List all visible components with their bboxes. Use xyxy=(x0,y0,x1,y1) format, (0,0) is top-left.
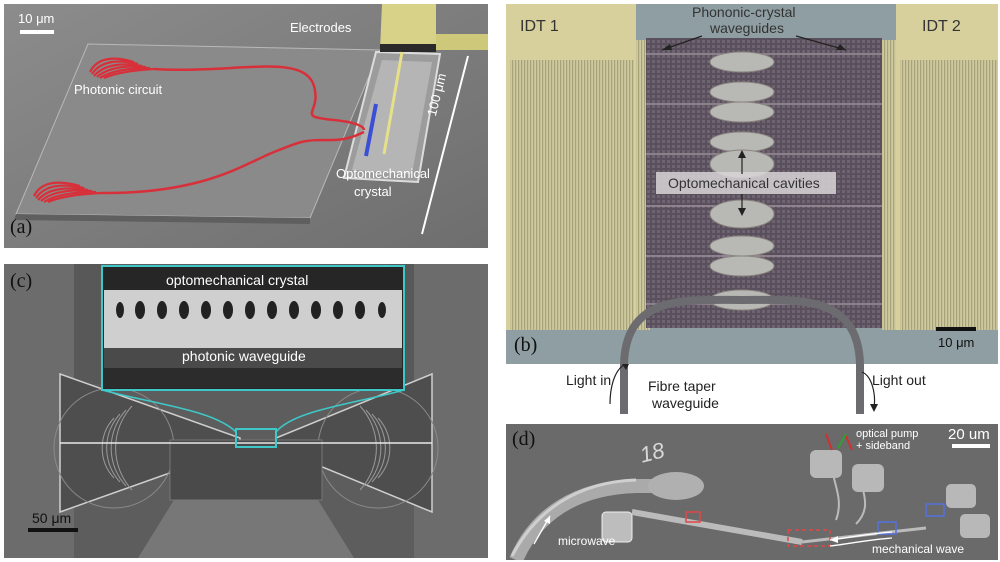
idt-2-label: IDT 2 xyxy=(922,18,961,35)
inset-marker xyxy=(235,428,277,448)
scale-bar-label-c: 50 μm xyxy=(32,510,72,526)
crystal-holes xyxy=(116,301,386,319)
panel-a-image xyxy=(4,4,488,248)
panel-b-image xyxy=(506,4,998,364)
grating-coupler-bottom xyxy=(33,181,101,204)
dimension-line xyxy=(421,55,469,235)
red-marker-small xyxy=(685,511,701,523)
panel-c-tag: (c) xyxy=(10,270,33,292)
scale-bar-label-a: 10 μm xyxy=(18,11,55,26)
inset-waveguide-label: photonic waveguide xyxy=(182,348,306,364)
idt-1-label: IDT 1 xyxy=(520,18,559,35)
red-marker-dashed xyxy=(787,529,831,547)
light-in-label: Light in xyxy=(566,372,612,388)
cavities-label-box xyxy=(656,172,836,194)
photonic-circuit-waveguide xyxy=(99,65,366,195)
microwave-feed xyxy=(509,479,660,560)
fibre-taper-label-2: waveguide xyxy=(652,395,719,411)
panel-b: IDT 1 IDT 2 Phononic-crystal waveguides … xyxy=(506,4,998,364)
optomechanical-crystal-label-2: crystal xyxy=(354,184,392,199)
microwave-label: microwave xyxy=(558,534,616,548)
optical-pad-1 xyxy=(810,450,842,478)
panel-d: 18 optical pump + sideband 20 um microwa… xyxy=(506,424,998,560)
fibre-taper-waveguide xyxy=(620,295,864,364)
blue-marker-2 xyxy=(925,503,945,517)
panel-a-tag: (a) xyxy=(10,216,33,238)
optical-pad-2 xyxy=(852,464,884,492)
panel-a: 10 μm Electrodes Photonic circuit 100 μm… xyxy=(4,4,488,248)
light-out-label: Light out xyxy=(872,372,926,388)
waveguides-label-2: waveguides xyxy=(710,20,784,36)
electrodes-label: Electrodes xyxy=(290,20,352,35)
panel-c: optomechanical crystal photonic waveguid… xyxy=(4,264,488,558)
optical-pump-label-1: optical pump xyxy=(856,428,919,440)
electrode-pad xyxy=(380,4,436,50)
cavities-label: Optomechanical cavities xyxy=(668,175,820,191)
mechanical-wave-label: mechanical wave xyxy=(872,542,965,556)
optomechanical-crystal-label-1: Optomechanical xyxy=(336,166,430,181)
scale-bar-label-d: 20 um xyxy=(948,426,990,443)
scale-bar-a xyxy=(20,30,54,34)
photonic-circuit-label: Photonic circuit xyxy=(74,82,163,97)
fibre-arrows xyxy=(609,364,878,414)
panel-c-image xyxy=(4,264,488,558)
optical-pump-label-2: + sideband xyxy=(856,440,911,452)
scale-bar-d xyxy=(952,444,990,448)
blue-marker-1 xyxy=(877,521,897,535)
scale-bar-c xyxy=(28,528,78,532)
panel-d-tag: (d) xyxy=(512,428,536,450)
scale-bar-label-b: 10 μm xyxy=(938,335,975,350)
panel-d-image xyxy=(506,424,998,560)
scale-bar-b xyxy=(936,327,976,331)
electrode-pad-left xyxy=(601,511,633,543)
grating-coupler-top xyxy=(89,57,155,80)
fibre-taper-label-1: Fibre taper xyxy=(648,378,716,394)
panel-b-tag: (b) xyxy=(514,334,538,356)
waveguides-label-1: Phononic-crystal xyxy=(692,4,796,20)
optomechanical-crystal-beam xyxy=(364,103,378,157)
inset-crystal-label: optomechanical crystal xyxy=(166,272,309,288)
